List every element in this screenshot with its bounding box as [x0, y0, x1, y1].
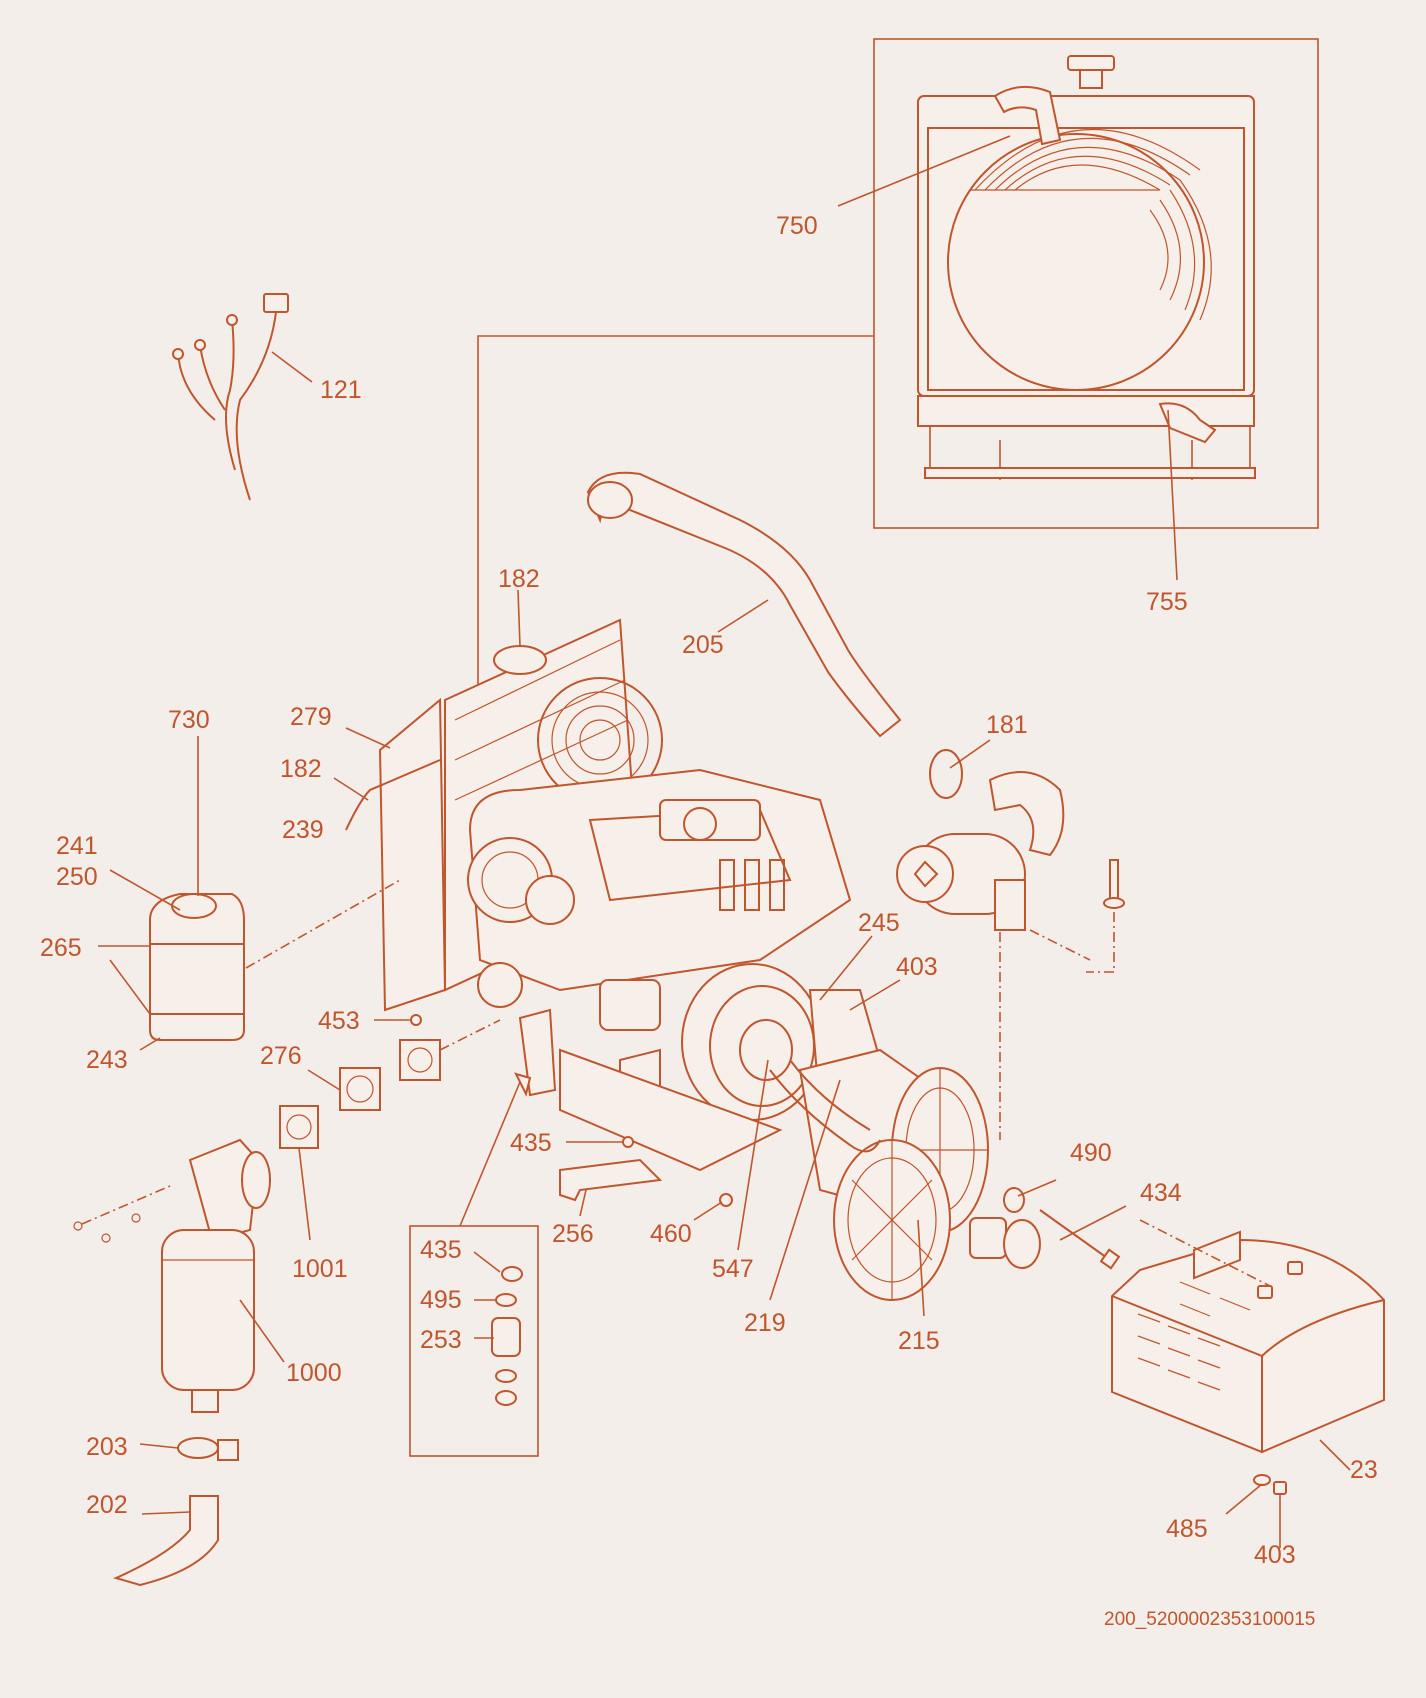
callout-435: 435 [510, 1129, 552, 1157]
muffler [73, 1138, 285, 1587]
callout-239: 239 [282, 816, 324, 844]
callout-750: 750 [776, 212, 818, 240]
leader-750 [837, 135, 1011, 207]
callout-453: 453 [318, 1007, 360, 1035]
leader-241-250 [109, 869, 181, 911]
leader-265b [109, 959, 151, 1015]
exhaust-gaskets [279, 1019, 501, 1149]
coolant-tank [98, 736, 245, 1051]
radiator-inset [837, 38, 1319, 581]
bracket-256 [559, 1158, 663, 1202]
callout-205: 205 [682, 631, 724, 659]
callout-279: 279 [290, 703, 332, 731]
leader-403a [849, 979, 901, 1011]
engine-assembly [378, 618, 1041, 1301]
leader-202 [141, 1511, 191, 1515]
leader-1001 [298, 1147, 311, 1241]
inset-connector-line [477, 335, 874, 710]
leader-182b [333, 777, 369, 801]
leader-243 [139, 1037, 161, 1051]
bolt [1109, 859, 1119, 901]
hose-clamp [929, 749, 963, 799]
callout-203: 203 [86, 1433, 128, 1461]
leader-1000 [239, 1299, 285, 1363]
callout-403-guard: 403 [1254, 1541, 1296, 1569]
callout-181: 181 [986, 711, 1028, 739]
leader-181 [949, 739, 991, 769]
radiator-inset-frame [873, 38, 1319, 529]
callout-547: 547 [712, 1255, 754, 1283]
callout-121: 121 [320, 376, 362, 404]
air-filter [896, 771, 1065, 931]
leader-239 [345, 759, 441, 831]
callout-485: 485 [1166, 1515, 1208, 1543]
callout-245: 245 [858, 909, 900, 937]
callout-23: 23 [1350, 1456, 1378, 1484]
air-intake-hose [586, 471, 902, 738]
leader-245 [819, 935, 873, 1001]
callout-730: 730 [168, 706, 210, 734]
callout-495: 495 [420, 1286, 462, 1314]
leader-23 [1319, 1439, 1351, 1471]
leader-215 [917, 1219, 925, 1317]
leader-434 [1059, 1205, 1127, 1241]
drawing-code: 200_5200002353100015 [1104, 1609, 1315, 1630]
callout-182-left: 182 [280, 755, 322, 783]
leader-219 [769, 1079, 841, 1301]
callout-1000: 1000 [286, 1359, 342, 1387]
callout-755: 755 [1146, 588, 1188, 616]
callout-labels: 750 755 121 182 205 279 730 182 181 239 … [40, 212, 1378, 1569]
callout-182-top: 182 [498, 565, 540, 593]
leader-121 [271, 351, 313, 383]
leader-490 [1017, 1179, 1057, 1197]
wire-harness [172, 293, 313, 501]
callout-243: 243 [86, 1046, 128, 1074]
callout-219: 219 [744, 1309, 786, 1337]
leader-460 [693, 1201, 723, 1221]
belt-guard [1111, 1219, 1385, 1548]
callout-490: 490 [1070, 1139, 1112, 1167]
callout-434: 434 [1140, 1179, 1182, 1207]
leader-547 [737, 1059, 769, 1251]
leader-205 [717, 599, 769, 633]
callout-276: 276 [260, 1042, 302, 1070]
callout-250: 250 [56, 863, 98, 891]
bolt-434 [1039, 1209, 1111, 1261]
callout-403-engine: 403 [896, 953, 938, 981]
leader-276 [307, 1069, 341, 1091]
leader-485 [1225, 1483, 1263, 1515]
leader-279 [345, 727, 391, 749]
leader-256 [579, 1189, 587, 1217]
mount-inset-frame [409, 1225, 539, 1457]
leader-182a [517, 589, 521, 647]
callout-460: 460 [650, 1220, 692, 1248]
callout-241: 241 [56, 832, 98, 860]
washer-490 [1003, 1187, 1025, 1213]
leader-203 [139, 1443, 179, 1449]
callout-253: 253 [420, 1326, 462, 1354]
callout-202: 202 [86, 1491, 128, 1519]
engine-mount-inset [409, 1072, 539, 1457]
callout-256: 256 [552, 1220, 594, 1248]
callout-215: 215 [898, 1327, 940, 1355]
leader-755 [1167, 409, 1178, 581]
callout-265: 265 [40, 934, 82, 962]
callout-435-inset: 435 [420, 1236, 462, 1264]
callout-1001: 1001 [292, 1255, 348, 1283]
